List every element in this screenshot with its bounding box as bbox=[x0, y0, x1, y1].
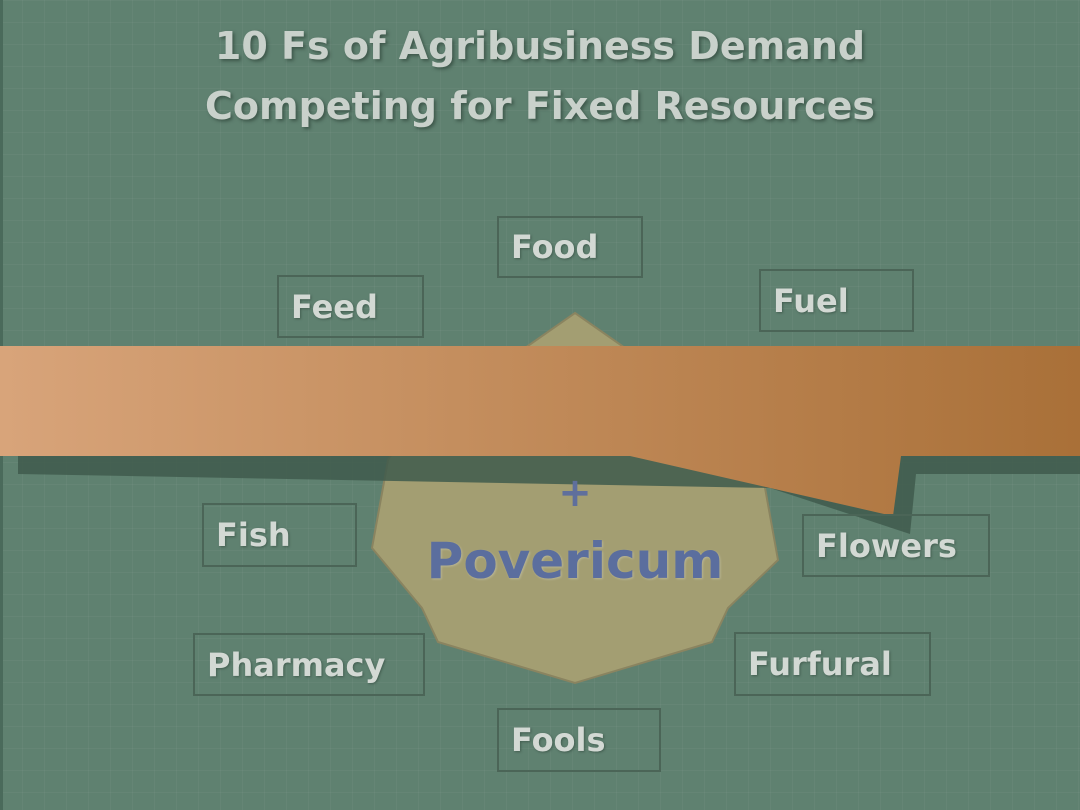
center-plus-sign: + bbox=[558, 470, 592, 516]
center-label: Povericum bbox=[426, 532, 724, 590]
box-feed: Feed bbox=[277, 275, 424, 338]
box-fuel: Fuel bbox=[759, 269, 914, 332]
slide-title-line-2: Competing for Fixed Resources bbox=[204, 84, 875, 128]
box-flowers: Flowers bbox=[802, 514, 990, 577]
box-fish: Fish bbox=[202, 503, 357, 567]
box-pharmacy: Pharmacy bbox=[193, 633, 425, 696]
box-furfural: Furfural bbox=[734, 632, 931, 696]
box-fools: Fools bbox=[497, 708, 661, 772]
slide-title-line-1: 10 Fs of Agribusiness Demand bbox=[214, 24, 866, 68]
orange-banner bbox=[0, 346, 1080, 516]
box-food: Food bbox=[497, 216, 643, 278]
